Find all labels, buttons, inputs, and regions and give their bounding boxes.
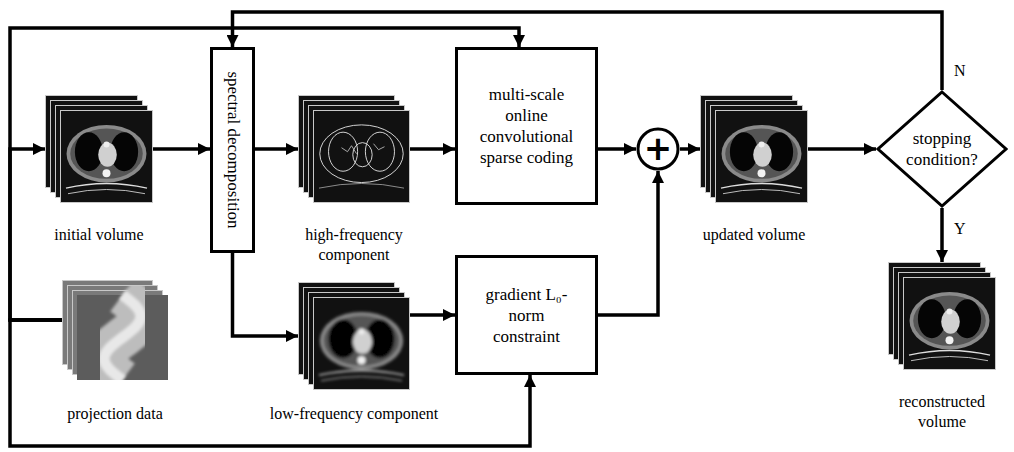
flow-arrow bbox=[153, 147, 210, 151]
projection-stack: projection data bbox=[62, 280, 168, 380]
volume-stack: reconstructed volume bbox=[888, 262, 996, 370]
volume-stack: initial volume bbox=[45, 95, 153, 203]
sum-symbol: + bbox=[644, 131, 673, 165]
image-caption: projection data bbox=[67, 404, 163, 424]
slice-illustration bbox=[298, 282, 410, 390]
flow-arrow bbox=[680, 147, 700, 151]
sum-circle: + bbox=[636, 127, 680, 171]
image-caption: low-frequency component bbox=[270, 404, 438, 424]
flow-arrow bbox=[598, 171, 658, 315]
slice-illustration bbox=[62, 280, 168, 380]
flow-arrow bbox=[808, 147, 876, 151]
volume-stack: updated volume bbox=[700, 95, 808, 203]
slice-illustration bbox=[700, 95, 808, 203]
flow-arrow bbox=[255, 147, 298, 151]
flow-arrow bbox=[10, 28, 519, 320]
process-box: spectral decomposition bbox=[210, 47, 255, 253]
slice-illustration bbox=[888, 262, 996, 370]
process-box: multi-scale online convolutional sparse … bbox=[455, 47, 598, 205]
flow-arrow bbox=[410, 313, 455, 317]
slice-illustration bbox=[298, 95, 410, 203]
volume-stack: low-frequency component bbox=[298, 282, 410, 390]
decision-label: stopping condition? bbox=[897, 128, 987, 170]
box-label: spectral decomposition bbox=[222, 71, 243, 228]
flow-arrow bbox=[598, 147, 636, 151]
box-label: multi-scale online convolutional sparse … bbox=[471, 84, 583, 168]
volume-stack: high-frequency component bbox=[298, 95, 410, 203]
diamond-outline bbox=[876, 90, 1008, 208]
image-caption: high-frequency component bbox=[279, 225, 429, 265]
image-caption: updated volume bbox=[684, 225, 824, 245]
decision-diamond: stopping condition? bbox=[876, 90, 1008, 208]
box-label: gradient L₀-norm constraint bbox=[479, 284, 574, 347]
image-caption: initial volume bbox=[29, 225, 169, 245]
image-caption: reconstructed volume bbox=[882, 392, 1002, 432]
branch-label: Y bbox=[952, 220, 968, 238]
slice-illustration bbox=[45, 95, 153, 203]
branch-label: N bbox=[952, 62, 968, 80]
flow-arrow bbox=[940, 208, 944, 262]
process-box: gradient L₀-norm constraint bbox=[455, 255, 598, 375]
flow-arrow bbox=[410, 147, 455, 151]
flow-arrow bbox=[233, 253, 299, 336]
